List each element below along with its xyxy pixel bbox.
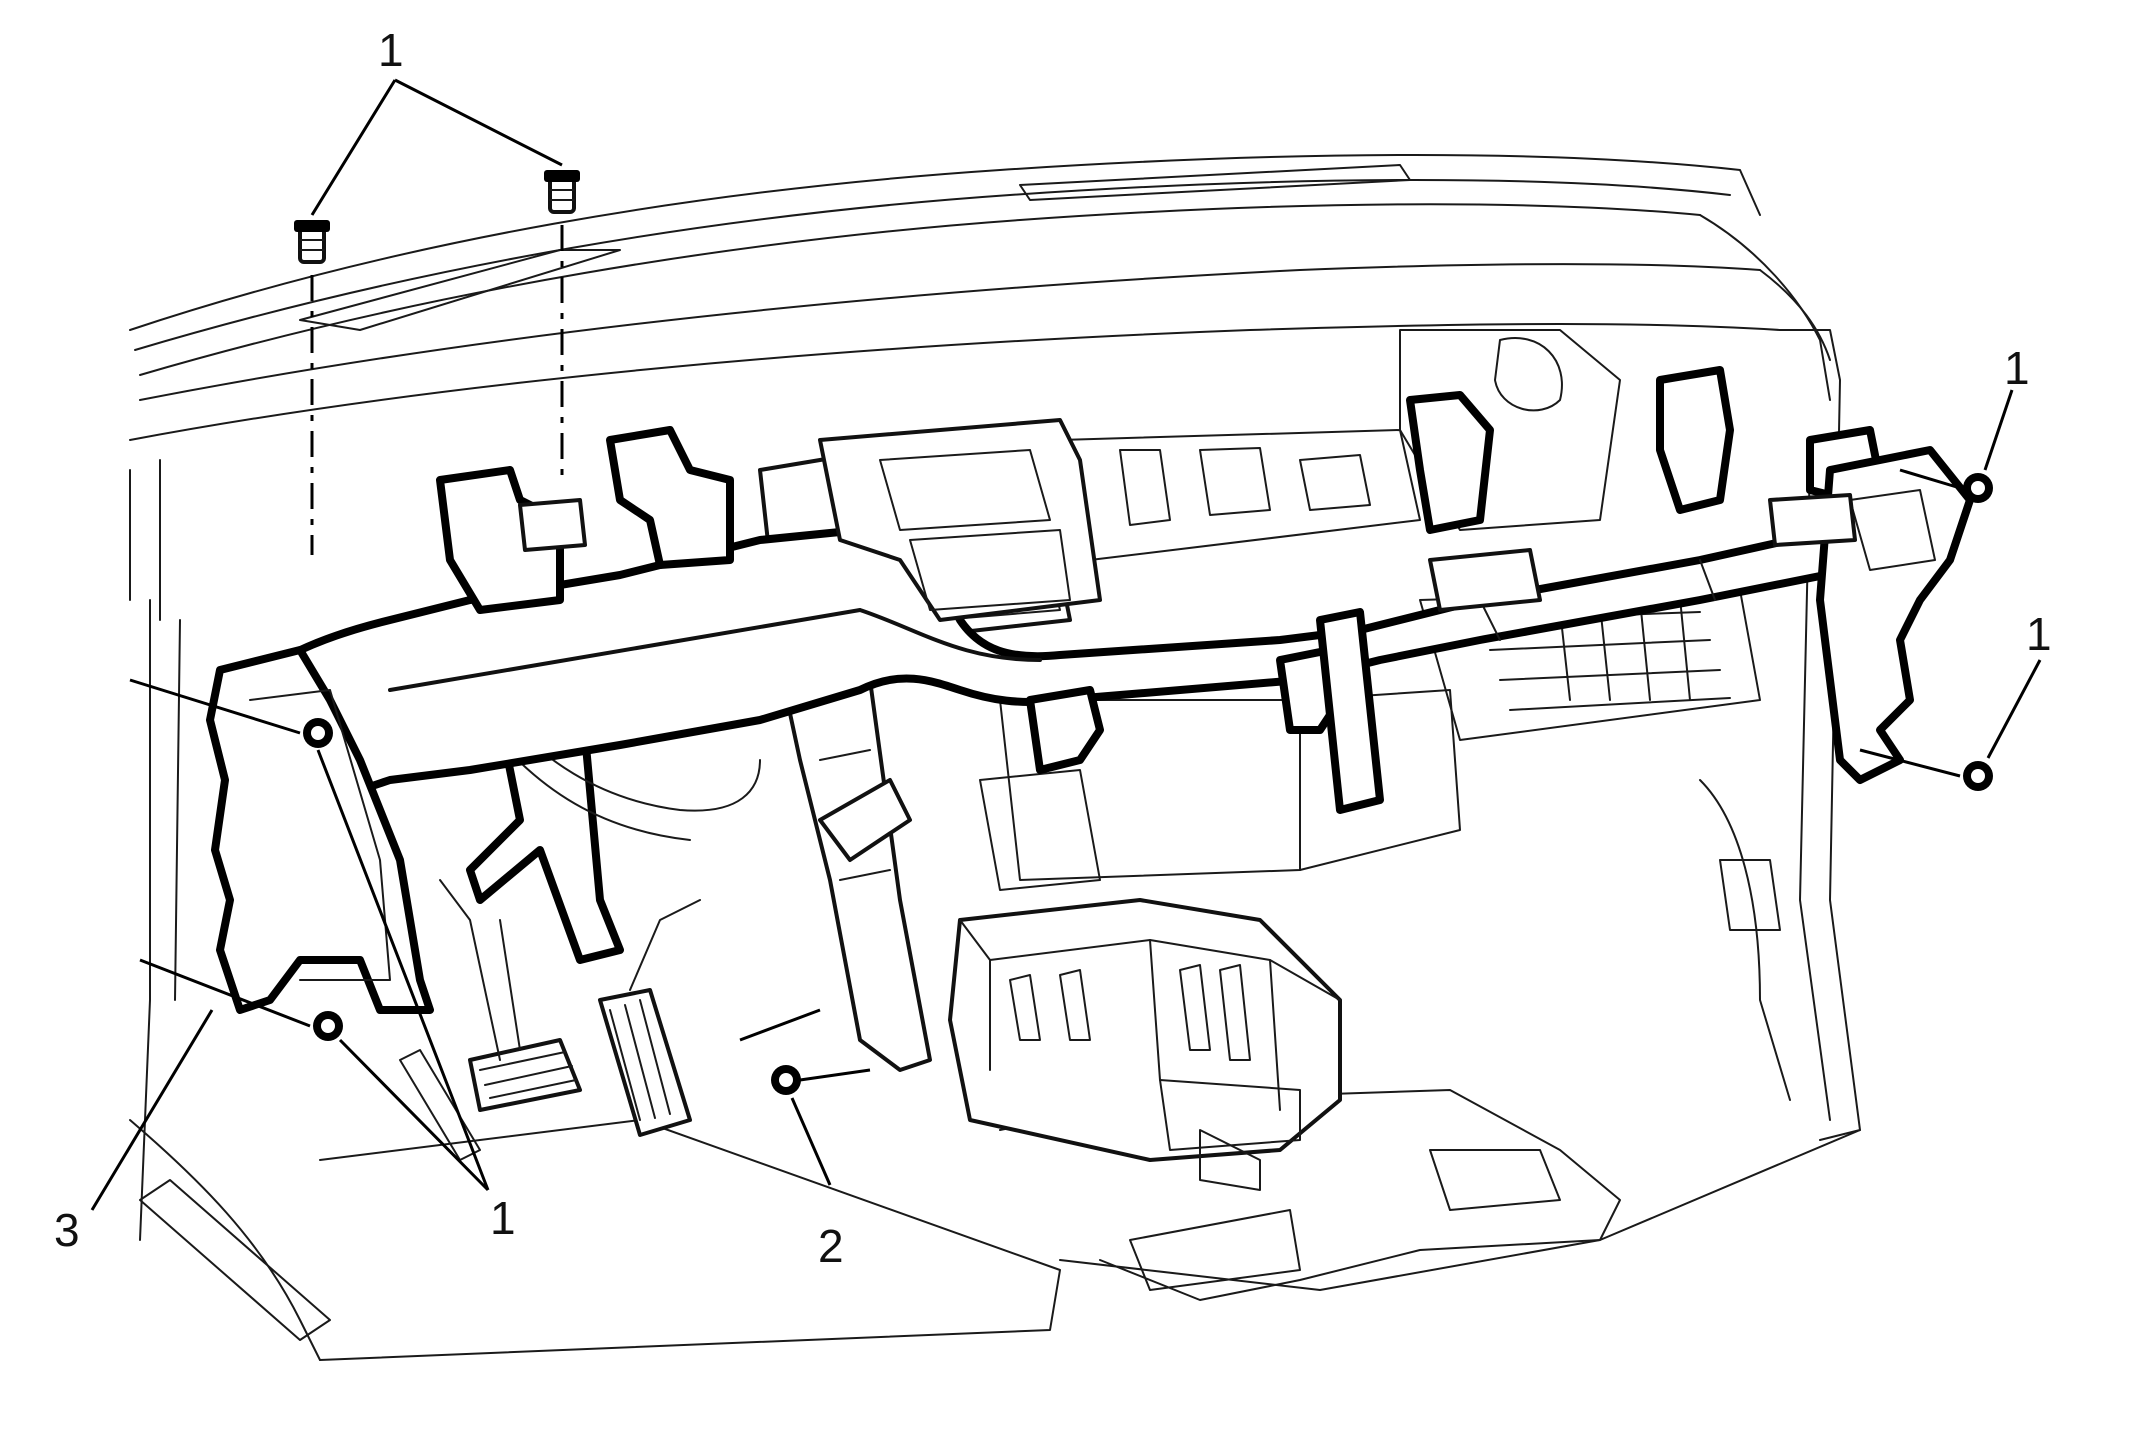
callouts: 1 1 1 1 2 3 — [54, 24, 2052, 1272]
center-console-module — [948, 898, 1342, 1191]
bolt-top-right — [544, 170, 580, 214]
callout-label-left-bottom: 3 — [54, 1204, 80, 1256]
callout-label-bottom-left: 1 — [490, 1192, 516, 1244]
callout-label-bottom-mid: 2 — [818, 1220, 844, 1272]
bolt-center-lower — [771, 1065, 801, 1095]
callout-leader-top — [310, 78, 563, 216]
callout-leader-bottom-left — [316, 749, 490, 1192]
callout-leader-bottom-mid — [790, 1097, 832, 1186]
bolt-top-left — [294, 220, 330, 264]
callout-label-top: 1 — [378, 24, 404, 76]
callout-leader-right-upper — [1983, 389, 2014, 471]
pedal-assembly — [399, 879, 701, 1161]
vehicle-body-outline — [129, 154, 1861, 1361]
callout-leader-right-lower — [1986, 659, 2042, 759]
nut-left-upper — [303, 718, 333, 748]
cross-car-beam — [206, 366, 1974, 1014]
callout-label-right-upper: 1 — [2004, 342, 2030, 394]
callout-leader-left-bottom — [90, 1009, 214, 1211]
install-centerlines — [129, 225, 1961, 1082]
nut-left-lower — [313, 1011, 343, 1041]
fasteners — [294, 170, 1993, 1095]
callout-label-right-lower: 1 — [2026, 608, 2052, 660]
nut-right-lower — [1963, 761, 1993, 791]
nut-right-upper — [1963, 473, 1993, 503]
